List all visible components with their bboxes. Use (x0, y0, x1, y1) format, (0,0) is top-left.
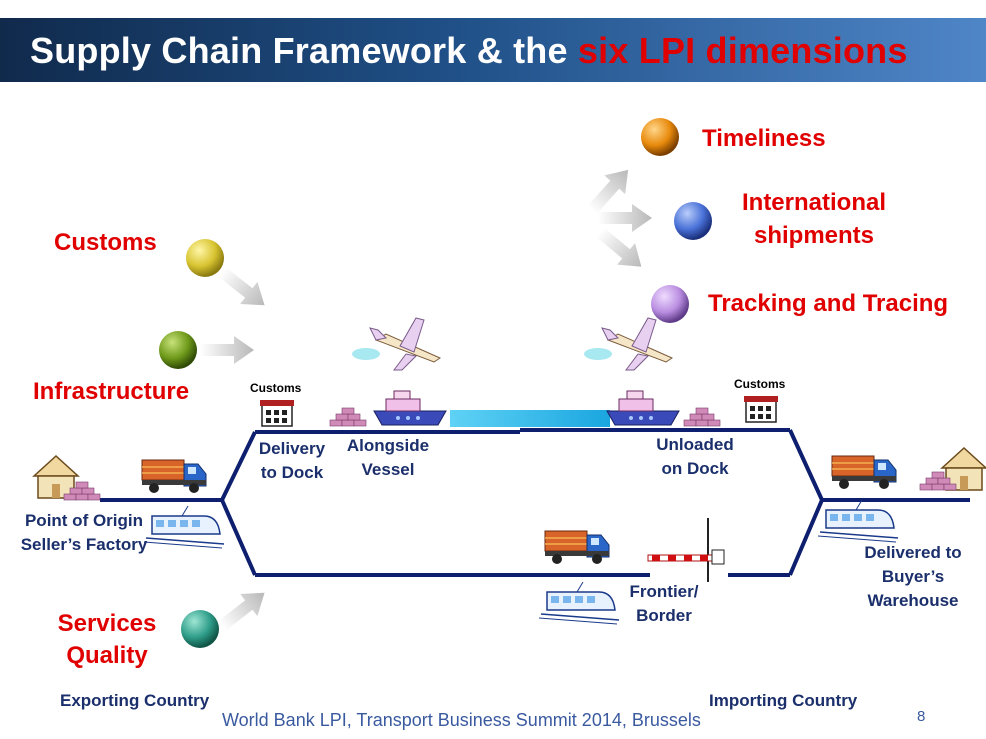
truck-destination-icon (831, 455, 897, 490)
stage-origin: Point of Origin Seller’s Factory (4, 509, 164, 557)
truck-border-icon (544, 530, 610, 565)
route-line-upper-right-diag (788, 429, 824, 501)
border-barrier-icon (647, 518, 725, 582)
customs-ball-icon (186, 239, 224, 277)
airplane-export-icon (351, 317, 441, 371)
route-line-lower-left-diag (220, 499, 257, 576)
stage-frontier-line1: Frontier/ (629, 582, 699, 601)
page-number: 8 (917, 708, 926, 725)
customs-building-export-label: Customs (250, 381, 302, 395)
slide-title: Supply Chain Framework & the six LPI dim… (30, 30, 908, 72)
dimension-infrastructure: Infrastructure (33, 378, 190, 405)
services-ball-icon (181, 610, 219, 648)
stage-delivered-warehouse: Delivered to Buyer’s Warehouse (846, 541, 980, 613)
dimension-tracking-tracing: Tracking and Tracing (708, 290, 949, 317)
ship-import-icon (606, 390, 680, 426)
title-bar: Supply Chain Framework & the six LPI dim… (0, 18, 986, 82)
dimension-services-line1: Services (57, 610, 157, 637)
stage-delivered-line3: Warehouse (867, 591, 959, 610)
cargo-bricks-import-icon (683, 407, 721, 427)
route-line-lower-right-diag (788, 499, 824, 576)
arrow-services-icon (213, 581, 274, 638)
stage-alongside-vessel: Alongside Vessel (336, 434, 440, 482)
tracking-ball-icon (651, 285, 689, 323)
cargo-bricks-export-icon (329, 407, 367, 427)
ship-export-icon (373, 390, 447, 426)
title-main: Supply Chain Framework & the (30, 30, 578, 71)
stage-frontier-line2: Border (636, 606, 692, 625)
dimension-customs: Customs (54, 229, 157, 256)
stage-delivered-line2: Buyer’s (881, 567, 945, 586)
truck-origin-icon (141, 459, 207, 494)
timeliness-ball-icon (641, 118, 679, 156)
dimension-international-line2: shipments (753, 222, 875, 249)
airplane-import-icon (583, 317, 673, 371)
customs-building-export-icon (259, 399, 295, 427)
footer-source: World Bank LPI, Transport Business Summi… (222, 710, 701, 730)
international-ball-icon (674, 202, 712, 240)
dimension-timeliness: Timeliness (702, 125, 826, 152)
stage-delivered-line1: Delivered to (864, 543, 962, 562)
stage-alongside-line1: Alongside (346, 436, 430, 455)
region-exporting: Exporting Country (60, 691, 210, 710)
route-line-upper-left-diag (220, 431, 257, 501)
dimension-international-shipments: International shipments (728, 186, 900, 252)
arrow-international-icon (598, 204, 652, 232)
stage-delivery-line2: to Dock (260, 463, 324, 482)
title-highlight: six LPI dimensions (577, 30, 908, 71)
infrastructure-ball-icon (159, 331, 197, 369)
arrow-infrastructure-icon (200, 336, 254, 364)
stage-unloaded-line1: Unloaded (656, 435, 734, 454)
region-importing: Importing Country (709, 691, 858, 710)
arrow-customs-icon (213, 260, 274, 317)
stage-origin-line2: Seller’s Factory (20, 535, 148, 554)
shipping-lane-water (450, 410, 610, 427)
stage-origin-line1: Point of Origin (24, 511, 144, 530)
stage-alongside-line2: Vessel (361, 460, 415, 479)
arrow-timeliness-icon (581, 160, 639, 220)
dimension-services-line2: Quality (66, 642, 148, 669)
dimension-international-line1: International (741, 189, 886, 216)
stage-unloaded-on-dock: Unloaded on Dock (640, 433, 750, 481)
stage-frontier-border: Frontier/ Border (612, 580, 716, 628)
train-border-icon (538, 581, 620, 625)
stage-unloaded-line2: on Dock (661, 459, 729, 478)
train-destination-icon (817, 499, 899, 543)
arrow-tracking-icon (591, 221, 651, 278)
customs-building-import-label: Customs (734, 377, 786, 391)
stage-delivery-line1: Delivery (258, 439, 326, 458)
route-network (100, 428, 970, 577)
customs-building-import-icon (743, 395, 779, 423)
dimension-services-quality: Services Quality (48, 608, 166, 672)
stage-delivery-to-dock: Delivery to Dock (246, 437, 338, 485)
